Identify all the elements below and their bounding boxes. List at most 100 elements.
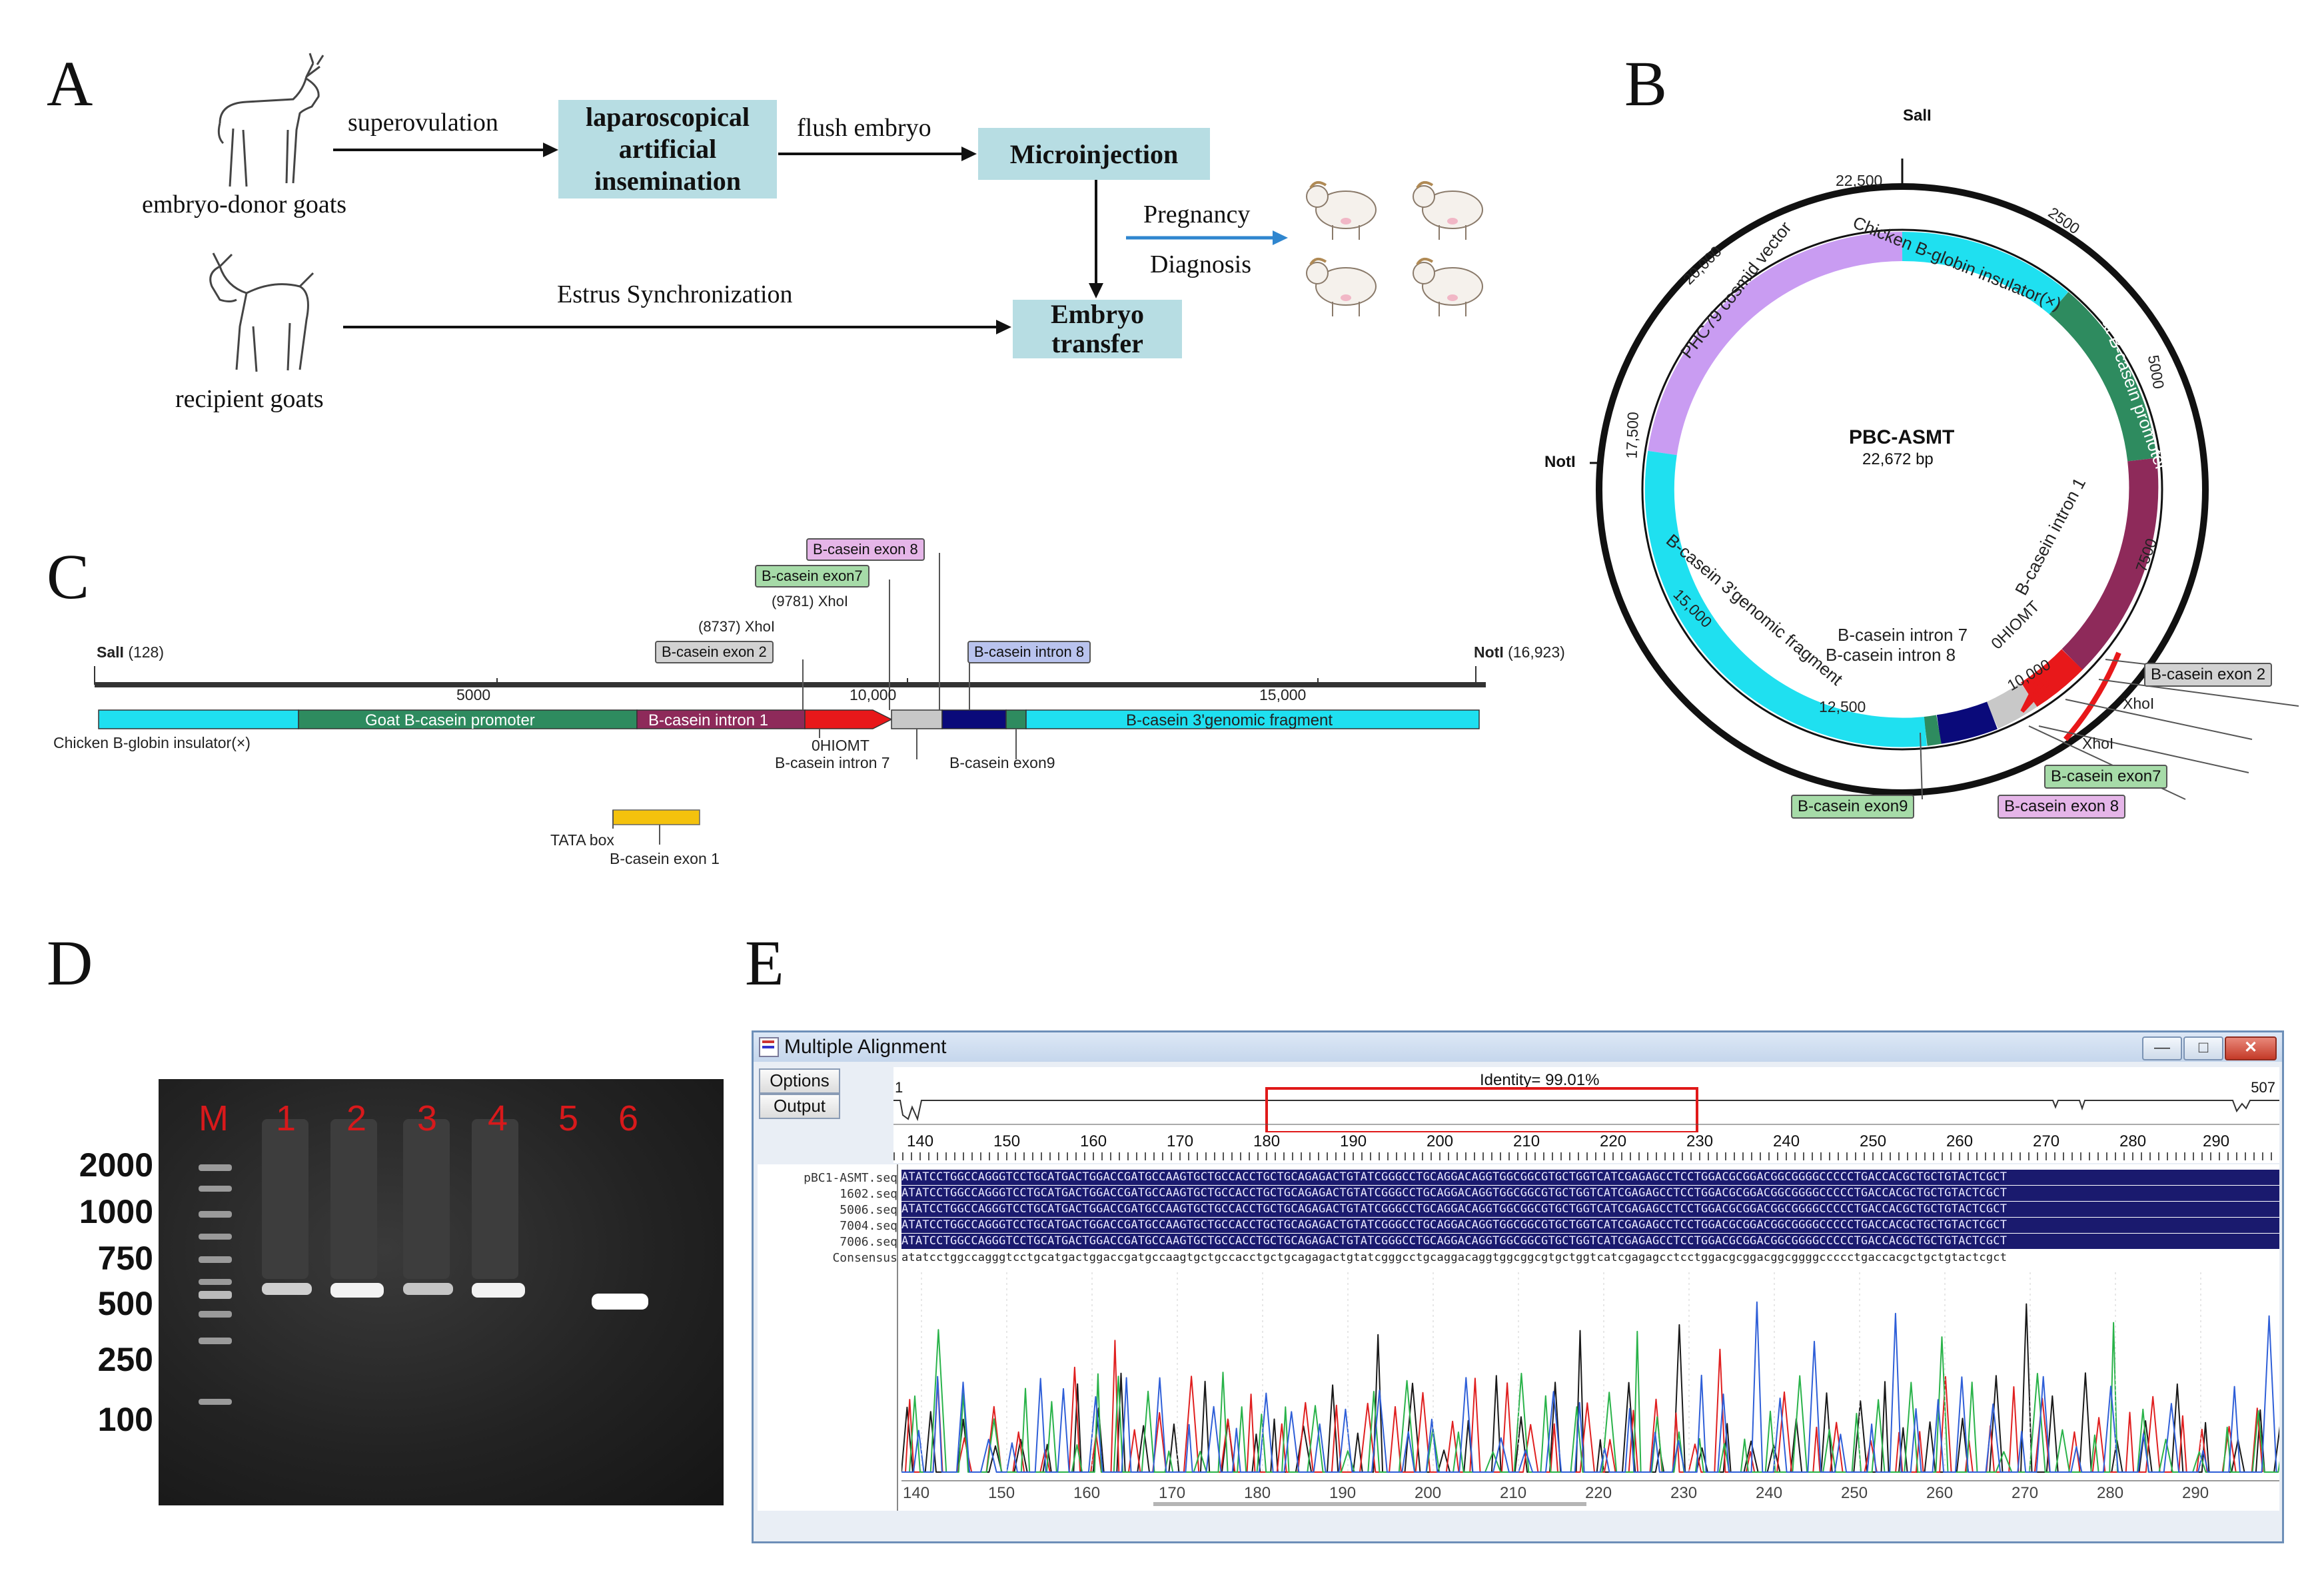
ruler-220: 220 [1600, 1132, 1627, 1150]
ohiomt-arrowhead [2020, 675, 2050, 713]
bruler-220: 220 [1585, 1484, 1612, 1502]
panel-letter-d: D [47, 927, 93, 998]
seg-insulator [98, 709, 299, 729]
seg-ohiomt [804, 709, 893, 729]
range-end: 507 [2251, 1079, 2275, 1096]
c-sali-pos: (128) [128, 643, 165, 661]
ladder-1000: 1000 [79, 1193, 153, 1230]
c-tick-5000: 5000 [456, 686, 491, 703]
identity-label: Identity= 99.01% [1480, 1071, 1600, 1089]
arc-navy-segment [1936, 701, 1998, 744]
c-insulator-label: Chicken B-globin insulator(×) [53, 734, 251, 751]
horizontal-scrollbar[interactable] [1153, 1502, 1586, 1506]
c-exon9-label: B-casein exon9 [949, 754, 1055, 771]
bruler-200: 200 [1415, 1484, 1442, 1502]
c-tata-label: TATA box [550, 831, 614, 849]
bruler-210: 210 [1500, 1484, 1527, 1502]
c-sali: SalI (128) [97, 643, 164, 661]
bruler-240: 240 [1756, 1484, 1783, 1502]
bruler-270: 270 [2012, 1484, 2039, 1502]
chromatogram-ruler: 140 150 160 170 180 190 200 210 220 230 … [901, 1480, 2279, 1505]
superovulation-label: superovulation [348, 109, 498, 137]
seqname-3: 7004.seq [840, 1219, 897, 1233]
chromatogram [901, 1272, 2279, 1473]
bruler-190: 190 [1329, 1484, 1357, 1502]
plasmid-size: 22,672 bp [1862, 450, 1934, 468]
panel-letter-e: E [745, 927, 784, 998]
minimize-button[interactable]: — [2142, 1036, 2182, 1060]
c-xhoi-9781: (9781) XhoI [772, 593, 848, 609]
c-tick-10000: 10,000 [850, 686, 897, 703]
flush-embryo-label: flush embryo [797, 114, 931, 142]
plasmid-name: PBC-ASMT [1849, 426, 1955, 448]
ladder-2000: 2000 [79, 1146, 153, 1184]
ruler-140: 140 [907, 1132, 934, 1150]
tag-c-intron8: B-casein intron 8 [967, 641, 1091, 663]
c-tick-15000: 15,000 [1259, 686, 1307, 703]
box-transfer-line2: transfer [1051, 328, 1143, 358]
output-button[interactable]: Output [759, 1094, 840, 1119]
bruler-180: 180 [1244, 1484, 1271, 1502]
ruler-200: 200 [1427, 1132, 1454, 1150]
c-noti: NotI (16,923) [1474, 643, 1565, 661]
seg-3genomic [1025, 709, 1480, 729]
arc-intron8-label: B-casein intron 8 [1826, 645, 1956, 665]
tag-b-exon2: B-casein exon 2 [2144, 663, 2273, 687]
ladder-100: 100 [97, 1401, 153, 1438]
panel-letter-b: B [1624, 48, 1668, 119]
tag-b-exon9: B-casein exon9 [1791, 795, 1915, 819]
tag-b-exon7: B-casein exon7 [2044, 765, 2168, 789]
box-transfer-line1: Embryo [1051, 299, 1144, 329]
maximize-button[interactable]: □ [2183, 1036, 2223, 1060]
tag-c-exon8: B-casein exon 8 [806, 538, 925, 561]
donor-goat-illustration [217, 53, 324, 187]
c-3genomic-label: B-casein 3'genomic fragment [1126, 711, 1333, 729]
lane-3: 3 [417, 1098, 438, 1138]
ruler-210: 210 [1513, 1132, 1540, 1150]
chromatogram-trace [901, 1301, 2277, 1473]
c-sali-name: SalI [97, 643, 124, 661]
seg-intron7 [891, 709, 943, 729]
ruler-250: 250 [1860, 1132, 1887, 1150]
app-icon [759, 1037, 779, 1057]
ruler-160: 160 [1080, 1132, 1107, 1150]
lane-4: 4 [488, 1098, 508, 1138]
sali-label-b: SalI [1903, 107, 1932, 125]
tag-b-exon8: B-casein exon 8 [1998, 795, 2126, 819]
lane-m: M [199, 1098, 229, 1138]
seg-intron8 [941, 709, 1007, 729]
bruler-250: 250 [1841, 1484, 1868, 1502]
arc-3genomic-segment [1644, 450, 1928, 747]
c-ohiomt-label: 0HIOMT [812, 737, 870, 754]
panel-letter-c: C [47, 541, 90, 612]
arrow-down-transfer [1089, 180, 1103, 298]
options-button[interactable]: Options [759, 1068, 840, 1094]
ruler-240: 240 [1773, 1132, 1800, 1150]
seqname-consensus: Consensus [832, 1251, 897, 1265]
bruler-290: 290 [2182, 1484, 2209, 1502]
seqname-1: 1602.seq [840, 1187, 897, 1201]
bruler-230: 230 [1670, 1484, 1698, 1502]
plasmid-map [1590, 159, 2299, 800]
estrus-label: Estrus Synchronization [557, 280, 793, 308]
ruler-270: 270 [2033, 1132, 2060, 1150]
seqrow-consensus: atatcctggccagggtcctgcatgactggaccgatgccaa… [901, 1251, 2008, 1264]
embryo-donor-label: embryo-donor goats [142, 191, 347, 218]
close-button[interactable]: ✕ [2225, 1036, 2277, 1060]
bruler-160: 160 [1073, 1484, 1101, 1502]
box-insemination-line2: artificial [618, 134, 717, 164]
seqrow-1: ATATCCTGGCCAGGGTCCTGCATGACTGGACCGATGCCAA… [901, 1186, 2279, 1201]
chromatogram-trace [901, 1322, 2279, 1473]
seqrow-4: ATATCCTGGCCAGGGTCCTGCATGACTGGACCGATGCCAA… [901, 1234, 2279, 1249]
ruler-170: 170 [1167, 1132, 1194, 1150]
arc-insulator-segment [1902, 231, 2069, 315]
range-start: 1 [895, 1079, 903, 1096]
arc-vector-segment [1648, 232, 1903, 456]
ruler-230: 230 [1686, 1132, 1714, 1150]
window-titlebar[interactable]: Multiple Alignment [754, 1032, 2282, 1062]
multiple-alignment-window: Multiple Alignment — □ ✕ Options Output … [752, 1030, 2284, 1543]
arrow-flush [778, 147, 977, 161]
seqrow-2: ATATCCTGGCCAGGGTCCTGCATGACTGGACCGATGCCAA… [901, 1202, 2279, 1217]
recipient-goat-illustration [209, 252, 314, 372]
recipient-label: recipient goats [175, 385, 324, 413]
